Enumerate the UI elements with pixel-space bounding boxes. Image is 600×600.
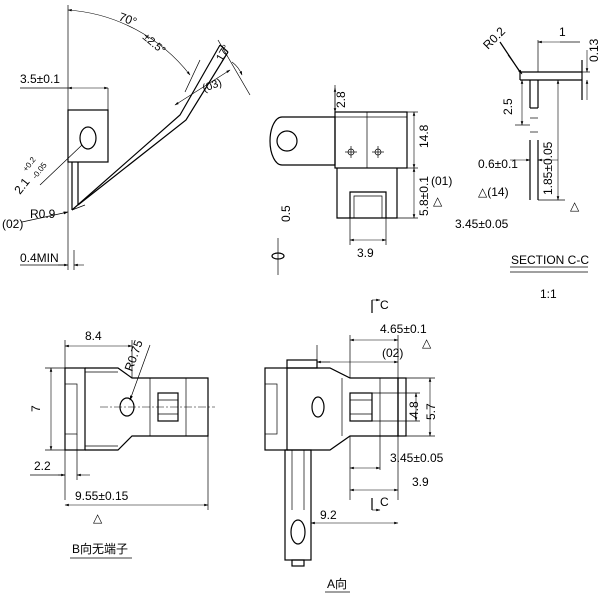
b-delta: △ — [93, 511, 103, 525]
view-b: 8.4 R0.75 7 2.2 9.55±0.15 △ B向无端子 — [29, 329, 215, 559]
a-dim-39: 3.9 — [412, 475, 429, 489]
terminal-hole — [79, 126, 97, 150]
a-dim-465: 4.65±0.1 — [380, 322, 427, 336]
ref-01-label: (01) — [431, 174, 452, 188]
section-delta-14: △(14) — [478, 185, 509, 199]
section-dim-013: 0.13 — [587, 38, 600, 62]
a-dim-48: 4.8 — [407, 401, 421, 418]
section-dim-185: 1.85±0.05 — [541, 141, 555, 195]
section-delta: △ — [570, 199, 580, 213]
angle-arc — [67, 9, 191, 76]
section-cc: R0.2 1 0.13 2.5 0.6±0.1 △(14) 1.85±0.05 … — [455, 24, 600, 301]
min-len-label: 0.4MIN — [20, 251, 59, 265]
view-b-body — [85, 367, 209, 451]
b-radius: R0.75 — [122, 338, 146, 373]
housing — [334, 111, 408, 169]
hole-dim-label: 2.1 — [11, 175, 33, 197]
b-dim-955: 9.55±0.15 — [75, 489, 129, 503]
dim-58-label: 5.8±0.1 — [417, 176, 431, 216]
delta-mark: △ — [433, 194, 443, 208]
section-dim-345: 3.45±0.05 — [455, 217, 509, 231]
view-top-mid: 2.8 14.8 5.8±0.1 (01) △ 0.5 3.9 — [269, 85, 452, 275]
angle-main-label: 70° — [117, 10, 139, 29]
b-dim-22: 2.2 — [34, 459, 51, 473]
a-dim-92: 9.2 — [320, 508, 337, 522]
section-dim-1: 1 — [559, 25, 566, 39]
radius-label: R0.9 — [30, 207, 56, 221]
dim-148-label: 14.8 — [417, 124, 431, 148]
a-section-top: C — [380, 298, 389, 312]
dim-39-label: 3.9 — [357, 246, 374, 260]
section-profile — [499, 41, 582, 73]
b-dim-7: 7 — [29, 405, 43, 412]
view-a-body — [287, 367, 399, 451]
dim-05-label: 0.5 — [279, 205, 293, 222]
a-delta: △ — [422, 336, 432, 350]
view-top-left: 70° ±2.5° 17° (03) 3.5±0.1 2.1 +0.2 -0.0… — [2, 5, 251, 270]
dim-28-label: 2.8 — [334, 91, 348, 108]
section-scale: 1:1 — [540, 287, 557, 301]
ref-02-label: (02) — [2, 217, 23, 231]
section-dim-25: 2.5 — [501, 98, 515, 115]
terminal-plate — [67, 109, 109, 163]
bent-blade — [71, 44, 221, 211]
view-a: C 4.65±0.1 (02) △ 4.8 5.7 3.45±0.05 3.9 … — [264, 298, 444, 593]
ref-03-label: (03) — [201, 77, 223, 95]
a-title: A向 — [327, 576, 347, 591]
section-dim-06: 0.6±0.1 — [478, 157, 518, 171]
b-title: B向无端子 — [72, 541, 128, 556]
section-title: SECTION C-C — [511, 253, 589, 267]
a-section-bottom: C — [380, 495, 389, 509]
a-dim-345: 3.45±0.05 — [390, 451, 444, 465]
a-ref-02: (02) — [382, 346, 403, 360]
a-dim-57: 5.7 — [424, 403, 438, 420]
b-dim-84: 8.4 — [85, 329, 102, 343]
width-top-label: 3.5±0.1 — [20, 72, 60, 86]
terminal-tab — [269, 116, 336, 166]
angle-tol-label: ±2.5° — [140, 31, 167, 57]
